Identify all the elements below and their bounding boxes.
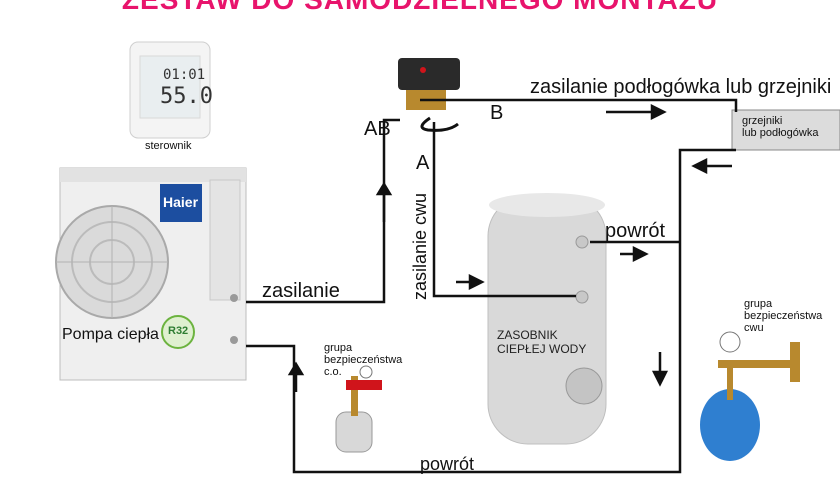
three-way-valve <box>398 58 460 132</box>
safety-co-line3: c.o. <box>324 366 342 378</box>
supply-dhw-label: zasilanie cwu <box>410 192 430 300</box>
safety-group-co <box>335 365 382 453</box>
safety-co-line1: grupa <box>324 342 353 354</box>
controller-label: sterownik <box>145 140 192 152</box>
bottom-return-label: powrót <box>420 454 475 474</box>
flow-arrows <box>287 103 732 392</box>
safety-dhw-line2: bezpieczeństwa <box>744 310 823 322</box>
hot-water-tank <box>487 193 607 445</box>
controller-time-readout: 01:01 <box>163 67 206 83</box>
safety-dhw-line3: cwu <box>744 322 764 334</box>
valve-port-ab: AB <box>364 118 391 140</box>
tank-label-line1: ZASOBNIK <box>497 328 558 342</box>
safety-group-dhw <box>700 331 800 461</box>
heat-pump-unit <box>55 167 247 381</box>
valve-port-b: B <box>490 102 504 124</box>
tank-label-line2: CIEPŁEJ WODY <box>497 342 587 356</box>
safety-co-line2: bezpieczeństwa <box>324 354 403 366</box>
radiators-box-line2: lub podłogówka <box>742 127 819 139</box>
controller-device <box>129 41 211 139</box>
supply-floor-label: zasilanie podłogówka lub grzejniki <box>530 76 832 98</box>
controller-temperature-readout: 55.0 <box>160 84 213 109</box>
heat-pump-label: Pompa ciepła <box>62 326 159 343</box>
refrigerant-label: R32 <box>168 325 189 337</box>
supply-label: zasilanie <box>262 280 340 302</box>
radiators-box <box>731 109 840 151</box>
r32-badge <box>161 315 195 349</box>
valve-port-a: A <box>416 152 430 174</box>
radiators-box-line1: grzejniki <box>742 115 783 127</box>
tank-return-label: powrót <box>605 220 666 242</box>
page-title: ZESTAW DO SAMODZIELNEGO MONTAŻU <box>0 0 840 16</box>
brand-badge: Haier <box>163 194 199 210</box>
safety-dhw-line1: grupa <box>744 298 773 310</box>
